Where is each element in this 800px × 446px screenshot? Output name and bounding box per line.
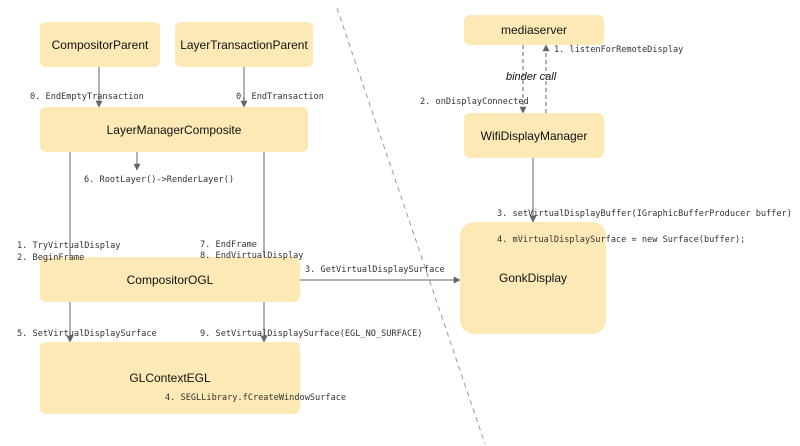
node-gl-context-egl: GLContextEGL [40,342,300,414]
label-set-virtual-display-buffer: 3. setVirtualDisplayBuffer(IGraphicBuffe… [497,209,792,219]
node-gonk-display: GonkDisplay [460,222,606,334]
node-mediaserver: mediaserver [464,15,604,45]
label-end-transaction: 0. EndTransaction [236,92,324,102]
label-create-window-surface: 4. SEGLLibrary.fCreateWindowSurface [165,393,347,403]
process-boundary-divider [336,7,486,445]
label-end-frame: 7. EndFrame [200,240,257,250]
label-set-virtual-display-surface-none: 9. SetVirtualDisplaySurface(EGL_NO_SURFA… [200,329,423,339]
node-compositor-ogl: CompositorOGL [40,257,300,302]
label-root-layer-render: 6. RootLayer()->RenderLayer() [84,175,235,185]
label-new-surface: 4. mVirtualDisplaySurface = new Surface(… [497,235,746,245]
label-try-virtual-display: 1. TryVirtualDisplay [17,241,121,251]
label-on-display-connected: 2. onDisplayConnected [420,97,529,107]
label-set-virtual-display-surface: 5. SetVirtualDisplaySurface [17,329,157,339]
label-end-virtual-display: 8. EndVirtualDisplay [200,251,304,261]
label-end-empty-transaction: 0. EndEmptyTransaction [30,92,144,102]
node-wifi-display-manager: WifiDisplayManager [464,113,604,158]
node-compositor-parent: CompositorParent [40,22,160,67]
node-layer-transaction-parent: LayerTransactionParent [175,22,313,67]
label-get-virtual-display-surface: 3. GetVirtualDisplaySurface [305,265,445,275]
label-listen-for-remote-display: 1. listenForRemoteDisplay [554,45,684,55]
label-binder-call: binder call [506,71,557,83]
node-layer-manager-composite: LayerManagerComposite [40,107,308,152]
label-begin-frame: 2. BeginFrame [17,253,85,263]
